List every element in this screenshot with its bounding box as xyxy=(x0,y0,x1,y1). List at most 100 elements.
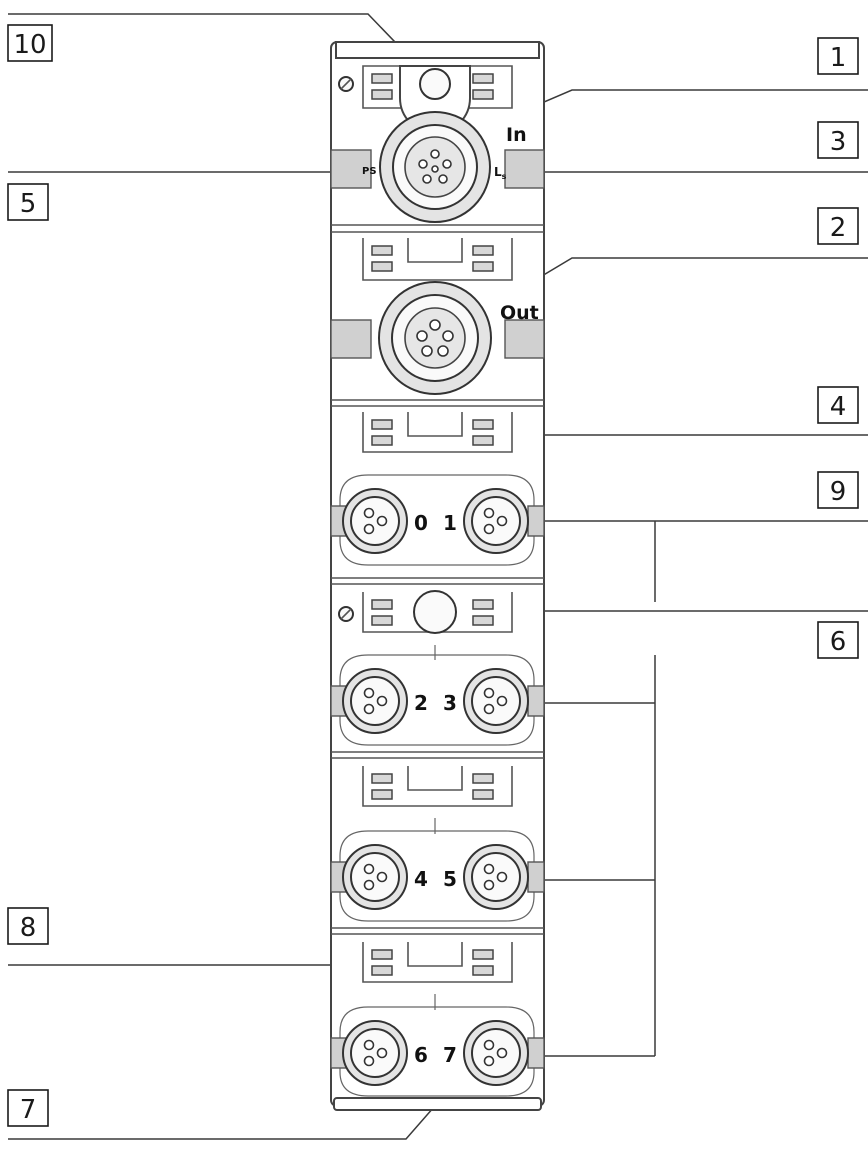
side-tube xyxy=(504,319,545,359)
side-tube xyxy=(527,505,545,537)
led-bracket-notch xyxy=(407,942,463,967)
io-port-2-ring xyxy=(350,676,400,726)
status-led xyxy=(472,599,494,610)
callout-number: 5 xyxy=(20,189,37,219)
status-led xyxy=(371,89,393,100)
callout-number: 7 xyxy=(20,1095,37,1125)
status-led xyxy=(472,615,494,626)
connector-pin xyxy=(442,330,454,342)
callout-number: 8 xyxy=(20,913,37,943)
connector-pin xyxy=(496,695,508,707)
status-led xyxy=(371,599,393,610)
module-io-0-1: 0 1 xyxy=(330,412,545,566)
io-port-6-ring xyxy=(350,1028,400,1078)
screw-slot xyxy=(340,78,352,90)
connector-pin xyxy=(483,863,495,875)
callout-number: 4 xyxy=(830,392,847,422)
io-port-1-ring xyxy=(471,496,521,546)
callout-8: 8 xyxy=(7,907,49,945)
status-led xyxy=(371,419,393,430)
callouts: 10 1 3 5 2 4 9 6 xyxy=(7,24,859,1127)
callout-7: 7 xyxy=(7,1089,49,1127)
channel-label: 0 xyxy=(414,511,428,535)
callout-number: 1 xyxy=(830,43,847,73)
callout-6: 6 xyxy=(817,621,859,659)
connector-pin xyxy=(496,871,508,883)
status-led xyxy=(371,615,393,626)
status-led xyxy=(371,773,393,784)
status-led xyxy=(371,949,393,960)
led-bracket xyxy=(362,412,513,453)
led-bracket-notch xyxy=(407,238,463,263)
connector-pin xyxy=(483,879,495,891)
callout-number: 3 xyxy=(830,127,847,157)
status-led xyxy=(472,789,494,800)
label-in: In xyxy=(506,124,527,146)
led-bracket-notch xyxy=(407,412,463,437)
module-io-2-3: 2 3 xyxy=(330,590,545,746)
module-io-6-7: 6 7 xyxy=(330,942,545,1097)
io-port-7-ring xyxy=(471,1028,521,1078)
leader-9 xyxy=(512,520,868,602)
led-bracket xyxy=(362,766,513,807)
callout-9: 9 xyxy=(817,471,859,509)
connector-pin xyxy=(483,1055,495,1067)
connector-pin xyxy=(437,345,449,357)
leader-7 xyxy=(8,1106,435,1140)
connector-pin xyxy=(483,687,495,699)
status-led xyxy=(371,965,393,976)
status-led xyxy=(371,435,393,446)
side-tube xyxy=(504,149,545,189)
connector-pin xyxy=(431,165,439,173)
status-led xyxy=(472,419,494,430)
connector-pin xyxy=(363,1039,375,1051)
io-port-5-ring xyxy=(471,852,521,902)
connector-pin xyxy=(430,149,440,159)
module-bus-out: Out xyxy=(330,238,545,395)
callout-5: 5 xyxy=(7,183,49,221)
led-bracket xyxy=(362,238,513,281)
channel-label: 4 xyxy=(414,867,428,891)
channel-label: 7 xyxy=(443,1043,457,1067)
label-ps: PS xyxy=(362,166,377,177)
io-port-0-ring xyxy=(350,496,400,546)
connector-pin xyxy=(363,1055,375,1067)
io-port-4-ring xyxy=(350,852,400,902)
leader-6 xyxy=(455,610,868,1057)
module-io-4-5: 4 5 xyxy=(330,766,545,922)
status-led xyxy=(371,261,393,272)
status-led xyxy=(371,245,393,256)
side-tube xyxy=(527,1037,545,1069)
connector-pin xyxy=(496,1047,508,1059)
mounting-hole xyxy=(419,68,451,100)
side-tube xyxy=(330,149,372,189)
connector-pin xyxy=(376,695,388,707)
connector-pin xyxy=(363,879,375,891)
connector-pin xyxy=(363,863,375,875)
status-led xyxy=(472,435,494,446)
connector-pin xyxy=(422,174,432,184)
connector-pin xyxy=(363,507,375,519)
connector-pin xyxy=(438,174,448,184)
callout-number: 9 xyxy=(830,477,847,507)
connector-pin xyxy=(376,1047,388,1059)
channel-label: 3 xyxy=(443,691,457,715)
connector-pin xyxy=(429,319,441,331)
connector-pin xyxy=(418,159,428,169)
callout-2: 2 xyxy=(817,207,859,245)
device-body xyxy=(330,41,545,1111)
side-tube xyxy=(527,861,545,893)
connector-pin xyxy=(376,515,388,527)
device-bottom-foot xyxy=(333,1097,542,1111)
screw-slot xyxy=(340,608,352,620)
connector-pin xyxy=(496,515,508,527)
channel-label: 1 xyxy=(443,511,457,535)
connector-pin xyxy=(483,507,495,519)
channel-label: 5 xyxy=(443,867,457,891)
label-ls: Ls xyxy=(494,165,507,181)
status-led xyxy=(472,73,494,84)
status-led xyxy=(472,261,494,272)
bus-out-connector-face xyxy=(404,307,466,369)
